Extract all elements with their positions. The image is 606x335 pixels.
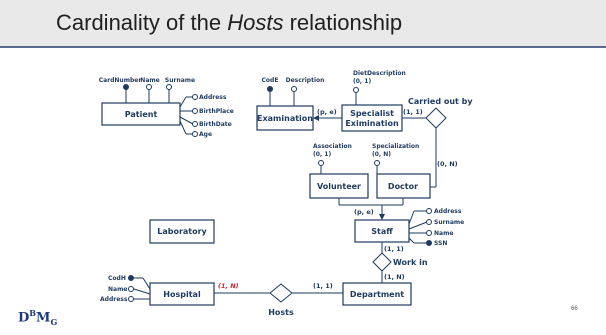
doctor-entity: Doctor	[376, 173, 431, 199]
attr-hospital-address-circle	[128, 296, 134, 302]
attr-dietdescription-card: (0, 1)	[353, 78, 371, 85]
hospital-entity: Hospital	[149, 282, 215, 306]
title-italic: Hosts	[227, 10, 284, 35]
specialist-label-line1: Specialist	[350, 109, 394, 118]
attr-birthplace-circle	[192, 108, 198, 114]
attr-hospital-address-label: Address	[100, 296, 128, 303]
attr-staff-surname-label: Surname	[434, 219, 464, 226]
attr-association-card: (0, 1)	[313, 151, 331, 158]
attr-ssn-key	[426, 240, 432, 246]
attr-hospital-name-circle	[128, 286, 134, 292]
attr-birthplace-label: BirthPlace	[199, 108, 234, 115]
attr-surname-label: Surname	[165, 77, 195, 84]
work-in-label: Work in	[393, 258, 428, 267]
laboratory-entity: Laboratory	[149, 219, 215, 244]
attr-name-circle	[146, 84, 152, 90]
attr-code-label: CodE	[262, 77, 279, 84]
attr-staff-address-circle	[426, 208, 432, 214]
attr-codh-label: CodH	[108, 275, 126, 282]
attr-codh-key	[128, 275, 134, 281]
attr-association-label: Association	[313, 143, 352, 150]
card-specialist-carried-out: (1, 1)	[403, 108, 423, 116]
attr-address-circle	[192, 94, 198, 100]
attr-specialization-circle	[374, 160, 380, 166]
doctor-label: Doctor	[388, 182, 418, 191]
card-hospital-hosts: (1, N)	[218, 282, 239, 290]
card-examination-generalization: (p, e)	[317, 108, 337, 116]
generalization-arrow-staff	[379, 214, 385, 220]
attr-description-circle	[291, 86, 297, 92]
generalization-arrow-examination	[313, 115, 319, 121]
examination-label: Examination	[257, 114, 313, 123]
attr-staff-address-label: Address	[434, 208, 462, 215]
department-label: Department	[350, 290, 404, 299]
slide-title: Cardinality of the Hosts relationship	[56, 10, 402, 36]
specialist-examination-entity: Specialist Eximination	[341, 104, 403, 132]
hosts-relationship	[269, 283, 293, 303]
card-department-hosts: (1, 1)	[313, 282, 333, 290]
attr-staff-name-circle	[426, 230, 432, 236]
attr-code-key	[267, 86, 273, 92]
attr-name-label: Name	[140, 77, 159, 84]
title-rule	[0, 46, 606, 48]
title-bar: Cardinality of the Hosts relationship	[0, 0, 606, 46]
attr-hospital-name-label: Name	[108, 286, 127, 293]
card-staff-work-in: (1, 1)	[384, 245, 404, 253]
work-in-relationship	[372, 252, 392, 272]
attr-specialization-card: (0, N)	[372, 151, 391, 158]
attr-age-label: Age	[199, 131, 212, 138]
hospital-label: Hospital	[163, 290, 201, 299]
attr-birthdate-label: BirthDate	[199, 121, 232, 128]
attr-address-label: Address	[199, 94, 227, 101]
attr-surname-circle	[166, 84, 172, 90]
page-number: 66	[571, 306, 578, 312]
department-entity: Department	[342, 282, 412, 306]
attr-association-circle	[318, 160, 324, 166]
laboratory-label: Laboratory	[157, 227, 207, 236]
patient-label: Patient	[125, 110, 158, 119]
patient-entity: Patient	[101, 102, 181, 126]
attr-description-label: Description	[286, 77, 325, 84]
volunteer-entity: Volunteer	[309, 173, 369, 199]
attr-specialization-label: Specialization	[372, 143, 419, 150]
carried-out-by-relationship	[425, 107, 447, 129]
attr-cardnumber-key	[123, 84, 129, 90]
card-department-work-in: (1, N)	[384, 273, 405, 281]
hosts-label: Hosts	[268, 308, 294, 317]
staff-entity: Staff	[354, 219, 410, 243]
attr-age-circle	[192, 131, 198, 137]
attr-staff-name-label: Name	[434, 230, 453, 237]
card-doctor-carried-out: (0, N)	[437, 160, 458, 168]
card-staff-generalization: (p, e)	[354, 208, 374, 216]
attr-staff-surname-circle	[426, 219, 432, 225]
title-prefix: Cardinality of the	[56, 10, 228, 35]
dbmg-logo: DBMG	[18, 308, 58, 327]
examination-entity: Examination	[256, 105, 314, 131]
attr-birthdate-circle	[192, 121, 198, 127]
attr-cardnumber-label: CardNumber	[99, 77, 142, 84]
carried-out-by-label: Carried out by	[408, 97, 473, 106]
attr-dietdescription-circle	[353, 87, 359, 93]
title-suffix: relationship	[283, 10, 403, 35]
volunteer-label: Volunteer	[317, 182, 361, 191]
attr-ssn-label: SSN	[434, 240, 447, 247]
specialist-label-line2: Eximination	[345, 119, 399, 128]
attr-dietdescription-label: DietDescription	[353, 70, 406, 77]
staff-label: Staff	[371, 227, 393, 236]
